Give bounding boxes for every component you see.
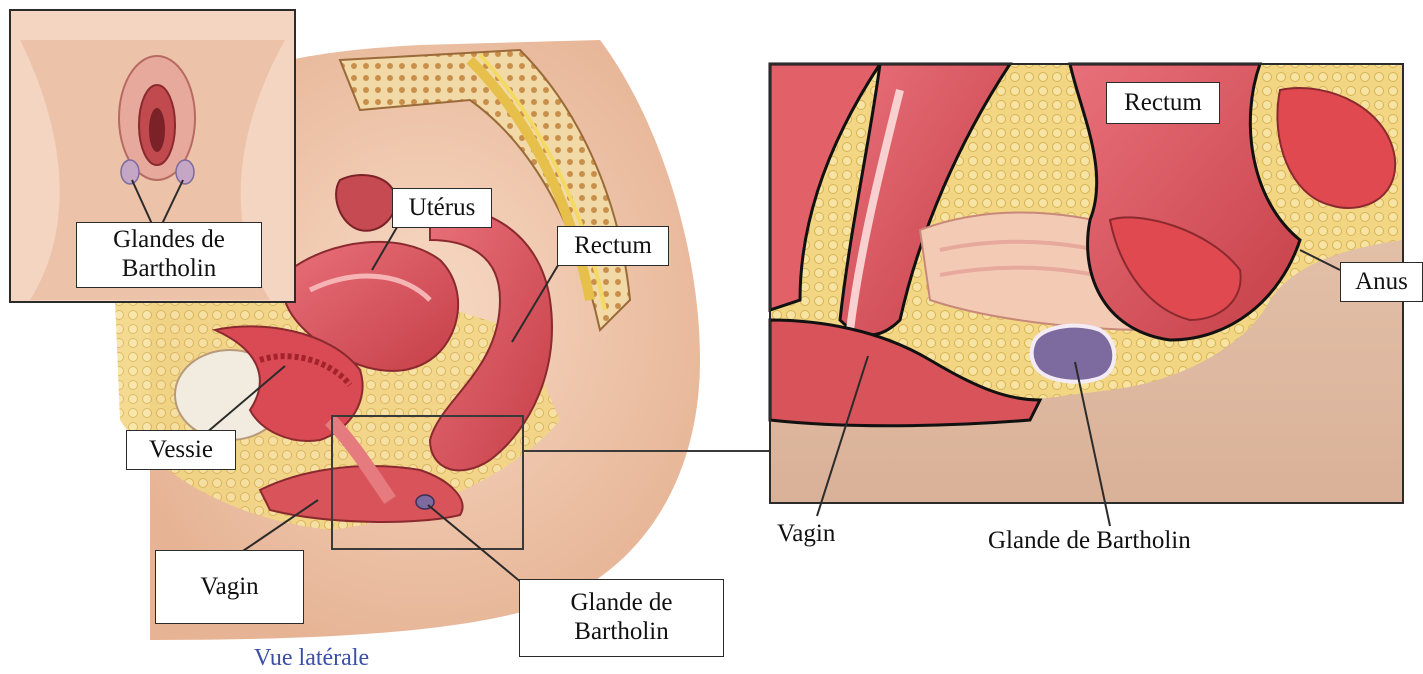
label-bartholin-gland-lateral: Glande de Bartholin (519, 579, 724, 657)
label-vagina-lateral-text: Vagin (200, 573, 258, 602)
label-gland-line1: Glande de (570, 589, 672, 618)
label-rectum-lateral: Rectum (557, 226, 669, 266)
label-rectum-lateral-text: Rectum (574, 232, 652, 261)
inset-label-bartholin-glands: Glandes de Bartholin (76, 222, 262, 288)
label-bladder-text: Vessie (149, 436, 213, 465)
label-rectum-zoom-text: Rectum (1124, 89, 1202, 118)
label-bladder: Vessie (126, 430, 236, 470)
label-anus-text: Anus (1355, 268, 1408, 297)
label-bartholin-gland-zoom: Glande de Bartholin (988, 527, 1191, 555)
label-gland-line2: Bartholin (574, 618, 668, 647)
zoom-panel (770, 64, 1403, 503)
label-uterus-text: Utérus (409, 194, 476, 223)
label-rectum-zoom: Rectum (1106, 82, 1220, 124)
inset-label-line2: Bartholin (122, 255, 216, 284)
caption-lateral-view: Vue latérale (254, 645, 369, 672)
label-vagina-zoom: Vagin (777, 520, 835, 548)
label-anus: Anus (1340, 262, 1423, 302)
inset-label-line1: Glandes de (113, 226, 225, 255)
label-uterus: Utérus (392, 188, 492, 228)
label-vagina-lateral: Vagin (155, 550, 304, 624)
